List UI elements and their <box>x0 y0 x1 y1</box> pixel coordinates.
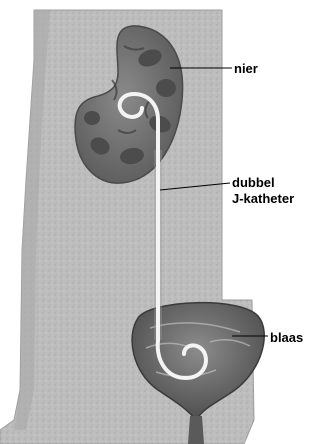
label-catheter-line2: J-katheter <box>232 191 294 206</box>
label-kidney: nier <box>234 61 258 76</box>
label-bladder: blaas <box>270 330 303 345</box>
urethra <box>188 416 204 444</box>
kidney-pyramid <box>84 111 100 125</box>
kidney-pyramid <box>156 79 176 97</box>
label-catheter-line1: dubbel <box>232 175 275 190</box>
